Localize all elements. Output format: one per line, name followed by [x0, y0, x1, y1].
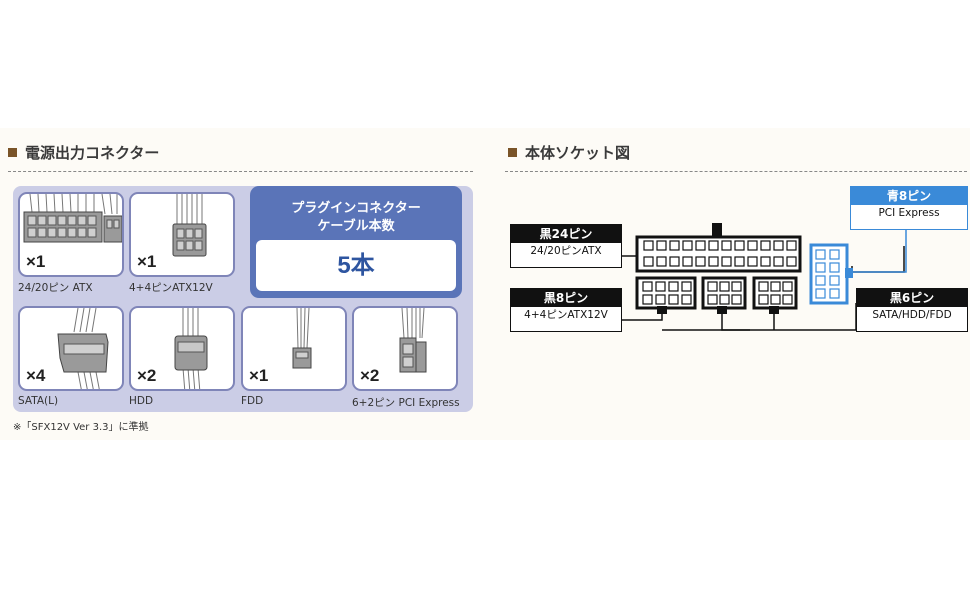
label-body: 24/20ピンATX	[530, 245, 602, 257]
connector-qty: ×1	[249, 366, 269, 385]
connector-qty: ×1	[26, 252, 46, 271]
sata-hdd-fdd-socket-2	[752, 276, 798, 314]
label-head: 黒6ピン	[857, 289, 967, 307]
label-head: 黒24ピン	[511, 225, 621, 243]
atx12v-connector-icon	[172, 194, 207, 257]
label-body: SATA/HDD/FDD	[872, 309, 952, 321]
compliance-note: ※「SFX12V Ver 3.3」に準拠	[13, 422, 149, 433]
plugin-cable-count-box: プラグインコネクター ケーブル本数 5本	[250, 186, 462, 298]
connector-qty: ×2	[137, 366, 157, 385]
atx24-connector-icon	[23, 194, 122, 243]
section-divider	[8, 171, 473, 172]
connector-qty: ×1	[137, 252, 157, 271]
square-bullet-icon	[508, 148, 517, 157]
connector-card-sata: ×4	[18, 306, 124, 391]
sata-hdd-fdd-socket-1	[701, 276, 747, 314]
plugin-count-field: 5本	[256, 240, 456, 291]
section-title-socket-diagram: 本体ソケット図	[508, 142, 630, 163]
pcie-socket	[809, 243, 853, 305]
connector-qty: ×4	[26, 366, 46, 385]
plugin-count-value: 5本	[337, 252, 375, 279]
connector-label: 6+2ピン PCI Express	[352, 397, 460, 409]
plugin-box-title-line1: プラグインコネクター	[291, 201, 421, 216]
atx24-socket	[635, 223, 802, 273]
section-divider	[505, 171, 967, 172]
label-body: PCI Express	[878, 207, 940, 219]
connector-qty: ×2	[360, 366, 380, 385]
connector-label: FDD	[241, 395, 264, 407]
connector-card-atx24: ×1	[18, 192, 124, 277]
pcie-connector-icon	[399, 308, 427, 373]
connector-card-atx12v: ×1	[129, 192, 235, 277]
socket-diagram	[620, 222, 907, 331]
connector-label: HDD	[129, 395, 154, 407]
atx12v-socket	[635, 276, 697, 314]
label-head: 青8ピン	[851, 187, 967, 205]
connector-card-fdd: ×1	[241, 306, 347, 391]
connector-label: SATA(L)	[18, 395, 59, 407]
hdd-connector-icon	[174, 308, 208, 389]
label-blue-8pin: 青8ピン PCI Express	[850, 186, 968, 230]
connector-label: 24/20ピン ATX	[18, 282, 93, 294]
section-title-output-connectors: 電源出力コネクター	[8, 142, 159, 163]
square-bullet-icon	[8, 148, 17, 157]
label-head: 黒8ピン	[511, 289, 621, 307]
connector-card-pcie: ×2	[352, 306, 458, 391]
connector-card-hdd: ×2	[129, 306, 235, 391]
label-black-6pin: 黒6ピン SATA/HDD/FDD	[856, 288, 968, 332]
fdd-connector-icon	[292, 308, 312, 369]
plugin-box-title-line2: ケーブル本数	[317, 219, 395, 234]
label-black-8pin: 黒8ピン 4+4ピンATX12V	[510, 288, 622, 332]
label-body: 4+4ピンATX12V	[524, 309, 608, 321]
plugin-box-title: プラグインコネクター ケーブル本数	[250, 200, 462, 236]
connector-label: 4+4ピンATX12V	[129, 282, 213, 294]
label-black-24pin: 黒24ピン 24/20ピンATX	[510, 224, 622, 268]
sata-connector-icon	[57, 308, 109, 389]
